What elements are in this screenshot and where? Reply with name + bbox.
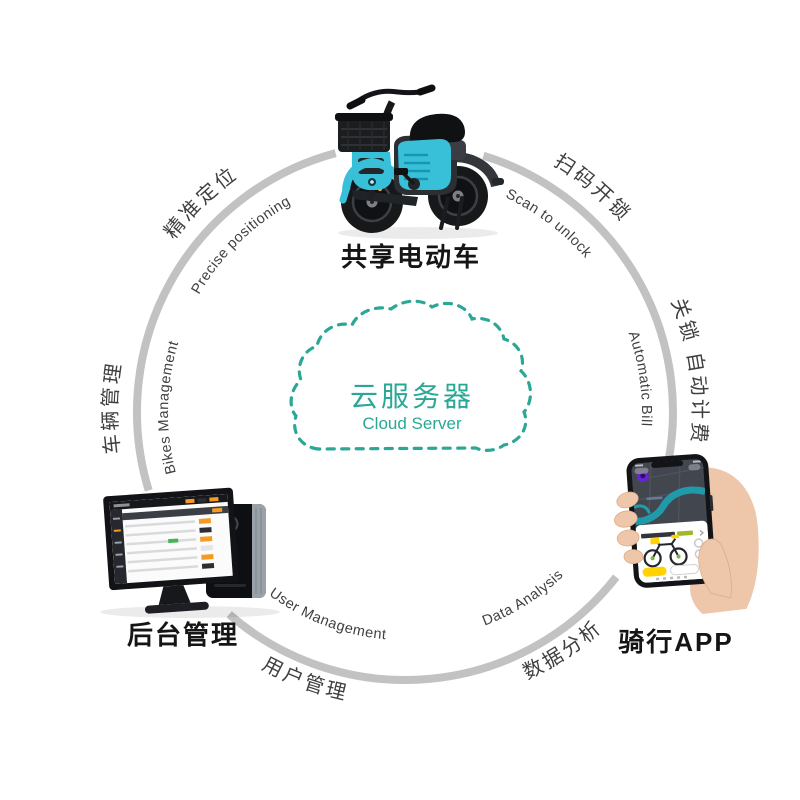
tower-silver-panel — [252, 504, 266, 598]
cloud-icon — [289, 299, 532, 452]
side-panel — [398, 139, 451, 190]
ring-segment-left — [132, 149, 337, 492]
sheet-chevron-icon — [699, 529, 704, 536]
app-node: 骑行APP — [614, 454, 759, 657]
backend-illustration — [103, 487, 266, 614]
mini-bike-icon — [643, 534, 688, 568]
front-basket — [335, 113, 393, 152]
monitor-stand-neck — [158, 585, 191, 605]
monitor-stand-base — [144, 601, 209, 614]
cloud-server-node: 云服务器 Cloud Server — [289, 299, 532, 452]
cloud-subtitle: Cloud Server — [362, 414, 462, 433]
head-vent-bottom — [358, 168, 384, 174]
headlight-lens — [370, 180, 374, 184]
unlock-button — [642, 566, 667, 577]
ring-segment-bottom — [226, 574, 620, 685]
panel-vents — [404, 153, 430, 181]
monitor — [103, 487, 239, 614]
map-road-minor — [633, 504, 651, 515]
bike-id-number — [676, 530, 694, 536]
scan-to-unlock-label-en: Scan to unlock — [503, 186, 595, 261]
pedal — [394, 168, 408, 175]
map-search-pill — [634, 467, 649, 475]
tower-vent — [214, 584, 246, 587]
hand-fingers — [614, 491, 644, 564]
ebike-illustration — [335, 84, 504, 233]
dashboard-ui — [109, 493, 229, 584]
backend-node-label: 后台管理 — [127, 620, 239, 650]
bikes-management-label-zh: 车辆管理 — [99, 360, 126, 456]
ebike-node: 共享电动车 — [335, 84, 504, 272]
phone-screen — [630, 458, 712, 584]
dashboard-header-row — [122, 505, 229, 521]
cloud-title: 云服务器 — [350, 381, 474, 412]
map-place-label — [646, 496, 663, 501]
data-analysis-label-en: Data Analysis — [480, 567, 567, 630]
hand-thumb — [698, 538, 732, 599]
dashboard-sidebar — [109, 509, 128, 584]
user-management-label-en: User Management — [266, 585, 387, 643]
phone-notch — [651, 460, 684, 468]
ebike-node-label: 共享电动车 — [341, 242, 481, 272]
sheet-action-icon-1 — [693, 538, 704, 548]
app-node-label: 骑行APP — [618, 627, 733, 657]
phone — [626, 454, 716, 588]
taillight — [492, 178, 504, 185]
connection-ring — [132, 149, 677, 685]
map-road-main — [635, 486, 706, 525]
precise-positioning-label-zh: 精准定位 — [160, 162, 243, 243]
front-mudflap — [339, 186, 350, 204]
front-wheel — [341, 171, 403, 233]
phone-side-button — [709, 495, 714, 512]
ring-segment-right — [482, 151, 677, 460]
bikes-management-label-en: Bikes Management — [156, 339, 182, 476]
bike-id-text — [640, 531, 676, 539]
seat — [409, 113, 465, 144]
scan-to-unlock-label-zh: 扫码开锁 — [550, 149, 636, 226]
handlebar-grips — [346, 84, 436, 110]
kickstand — [439, 196, 464, 230]
map-compass-pill — [688, 463, 701, 471]
app-illustration — [614, 454, 759, 614]
secondary-button — [670, 563, 699, 576]
automatic-bill-label-en: Automatic Bill — [625, 329, 654, 427]
backend-node: 后台管理 — [100, 487, 280, 650]
